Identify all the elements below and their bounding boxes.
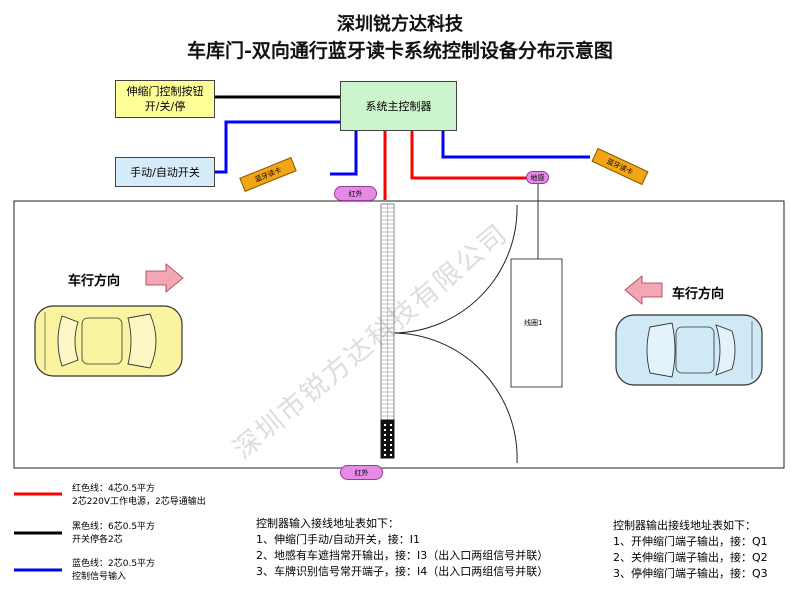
- legend-black-line-1: 黑色线：6芯0.5平方: [72, 522, 156, 532]
- arrow-right-icon: [145, 263, 184, 293]
- button-box-line-1: 伸缩门控制按钮: [126, 85, 204, 98]
- blue-wire-reader-right: [441, 131, 590, 159]
- legend-blue-line-1: 蓝色线：2芯0.5平方: [72, 559, 156, 569]
- main-controller-label: 系统主控制器: [365, 99, 432, 113]
- output-table-item-2: 2、关伸缩门端子输出，接：Q2: [613, 551, 768, 564]
- manual-switch-label: 手动/自动开关: [130, 165, 200, 179]
- curtain-dot: [390, 454, 392, 456]
- input-table-item-3: 3、车牌识别信号常开端子，接：I4（出入口两组信号并联）: [256, 565, 549, 578]
- output-table-item-3: 3、停伸缩门端子输出，接：Q3: [613, 567, 768, 580]
- curtain-dot: [390, 434, 392, 436]
- legend-blue-line-2: 控制信号输入: [72, 572, 127, 582]
- company-title: 深圳锐方达科技: [337, 14, 463, 35]
- coil-label: 线圈1: [524, 319, 543, 327]
- blue-wire-reader-left: [330, 131, 358, 176]
- diagram-title: 车库门-双向通行蓝牙读卡系统控制设备分布示意图: [187, 40, 613, 62]
- output-table-item-1: 1、开伸缩门端子输出，接：Q1: [613, 535, 768, 548]
- curtain-dot: [390, 444, 392, 446]
- legend-red-text: 红色线：4芯0.5平方 2芯220V工作电源，2芯导通输出: [72, 483, 206, 509]
- legend-red-line-1: 红色线：4芯0.5平方: [72, 484, 156, 494]
- direction-label-left: 车行方向: [68, 274, 121, 289]
- main-controller: 系统主控制器: [340, 81, 457, 131]
- car-left-icon: [34, 305, 183, 377]
- infrared-bottom: 红外: [340, 465, 383, 480]
- curtain-dot: [390, 424, 392, 426]
- curtain-dot: [390, 429, 392, 431]
- manual-switch-box: 手动/自动开关: [115, 157, 215, 187]
- red-wire-sensor: [410, 131, 527, 180]
- infrared-column: [380, 203, 395, 459]
- curtain-dot: [390, 449, 392, 451]
- curtain-dot: [384, 454, 386, 456]
- curtain-dot: [384, 449, 386, 451]
- curtain-dot: [384, 429, 386, 431]
- input-address-table: 控制器输入接线地址表如下： 1、伸缩门手动/自动开关，接：I1 2、地感有车遮挡…: [256, 516, 548, 580]
- infrared-top: 红外: [334, 186, 377, 201]
- curtain-dot: [384, 439, 386, 441]
- blue-wire-switch: [215, 120, 340, 174]
- legend-black-text: 黑色线：6芯0.5平方 开关停各2芯: [72, 521, 155, 547]
- curtain-dot: [384, 424, 386, 426]
- button-box: 伸缩门控制按钮 开/关/停: [115, 80, 215, 118]
- car-right-icon: [615, 314, 763, 386]
- gate-swing-lower: [391, 332, 518, 464]
- output-table-heading: 控制器输出接线地址表如下：: [613, 519, 756, 532]
- curtain-dot: [384, 434, 386, 436]
- legend-blue-text: 蓝色线：2芯0.5平方 控制信号输入: [72, 558, 155, 584]
- arrow-left-icon: [624, 275, 663, 305]
- gate-swing-upper: [391, 204, 518, 334]
- input-table-item-1: 1、伸缩门手动/自动开关，接：I1: [256, 533, 420, 546]
- legend-red-line-2: 2芯220V工作电源，2芯导通输出: [72, 497, 206, 507]
- input-table-item-2: 2、地感有车遮挡常开输出，接：I3（出入口两组信号并联）: [256, 549, 549, 562]
- legend-black-line-2: 开关停各2芯: [72, 535, 123, 545]
- ground-sensor: 地感: [526, 171, 549, 184]
- button-box-line-2: 开/关/停: [144, 100, 186, 113]
- direction-label-right: 车行方向: [672, 287, 725, 302]
- coil-1: [510, 258, 563, 388]
- curtain-dot: [384, 444, 386, 446]
- input-table-heading: 控制器输入接线地址表如下：: [256, 517, 399, 530]
- output-address-table: 控制器输出接线地址表如下： 1、开伸缩门端子输出，接：Q1 2、关伸缩门端子输出…: [613, 518, 768, 582]
- curtain-dot: [390, 439, 392, 441]
